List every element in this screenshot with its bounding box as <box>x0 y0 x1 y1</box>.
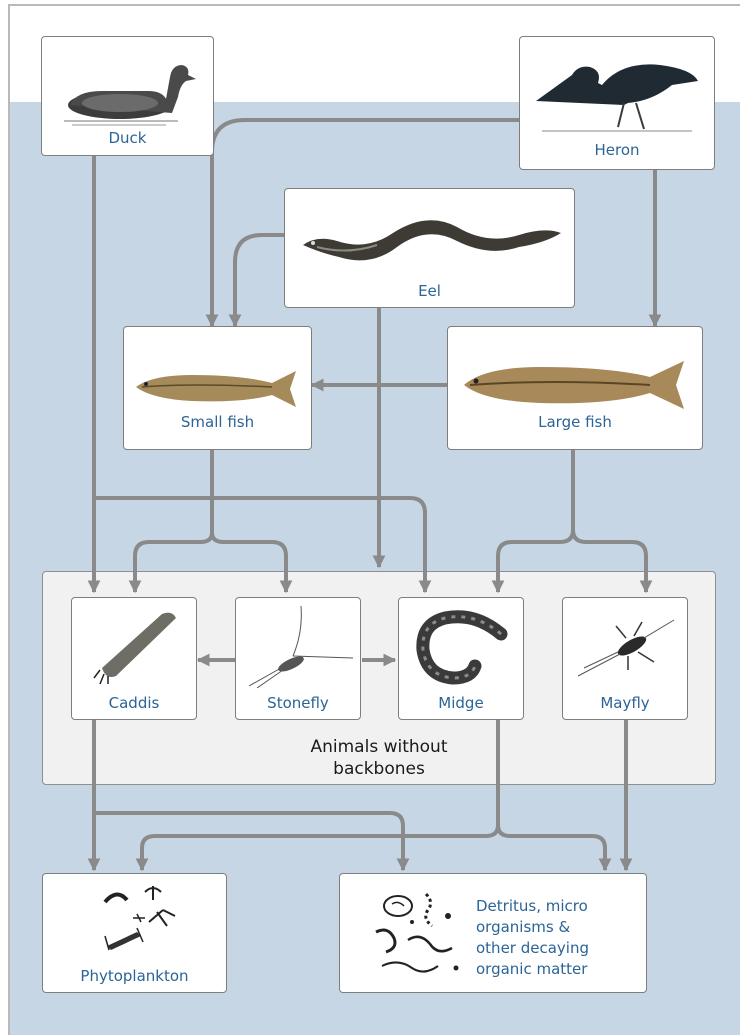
arrow-midge-detritus <box>498 825 605 870</box>
node-detritus: Detritus, micro organisms & other decayi… <box>339 873 647 993</box>
node-caddis: Caddis <box>71 597 197 720</box>
eel-icon <box>297 205 567 275</box>
stonefly-label: Stonefly <box>236 694 360 712</box>
heron-label: Heron <box>520 141 714 159</box>
small-fish-icon <box>132 363 302 413</box>
heron-icon <box>532 43 702 138</box>
small-fish-label: Small fish <box>124 413 311 431</box>
arrow-smallfish-stonefly <box>212 533 286 592</box>
stonefly-icon <box>241 602 357 688</box>
node-eel: Eel <box>284 188 575 308</box>
detritus-icon <box>368 886 468 982</box>
arrow-eel-smallfish <box>235 235 284 326</box>
duck-icon <box>58 47 198 127</box>
phytoplankton-icon <box>97 882 187 954</box>
group-label: Animals without backbones <box>42 736 716 780</box>
caddis-icon <box>86 606 186 686</box>
large-fish-icon <box>460 355 690 415</box>
detritus-label: Detritus, micro organisms & other decayi… <box>476 896 589 980</box>
arrow-largefish-midge <box>498 450 573 592</box>
node-heron: Heron <box>519 36 715 170</box>
arrow-smallfish-caddis <box>135 450 212 592</box>
mayfly-label: Mayfly <box>563 694 687 712</box>
node-midge: Midge <box>398 597 524 720</box>
duck-label: Duck <box>42 129 213 147</box>
node-duck: Duck <box>41 36 214 156</box>
midge-label: Midge <box>399 694 523 712</box>
node-stonefly: Stonefly <box>235 597 361 720</box>
midge-icon <box>405 604 517 690</box>
node-phytoplankton: Phytoplankton <box>42 873 227 993</box>
caddis-label: Caddis <box>72 694 196 712</box>
mayfly-icon <box>568 602 684 688</box>
node-large-fish: Large fish <box>447 326 703 450</box>
node-mayfly: Mayfly <box>562 597 688 720</box>
large-fish-label: Large fish <box>448 413 702 431</box>
phytoplankton-label: Phytoplankton <box>43 967 226 985</box>
eel-label: Eel <box>285 282 574 300</box>
arrow-duck-midge <box>94 498 425 592</box>
node-small-fish: Small fish <box>123 326 312 450</box>
arrow-largefish-mayfly <box>573 530 646 592</box>
